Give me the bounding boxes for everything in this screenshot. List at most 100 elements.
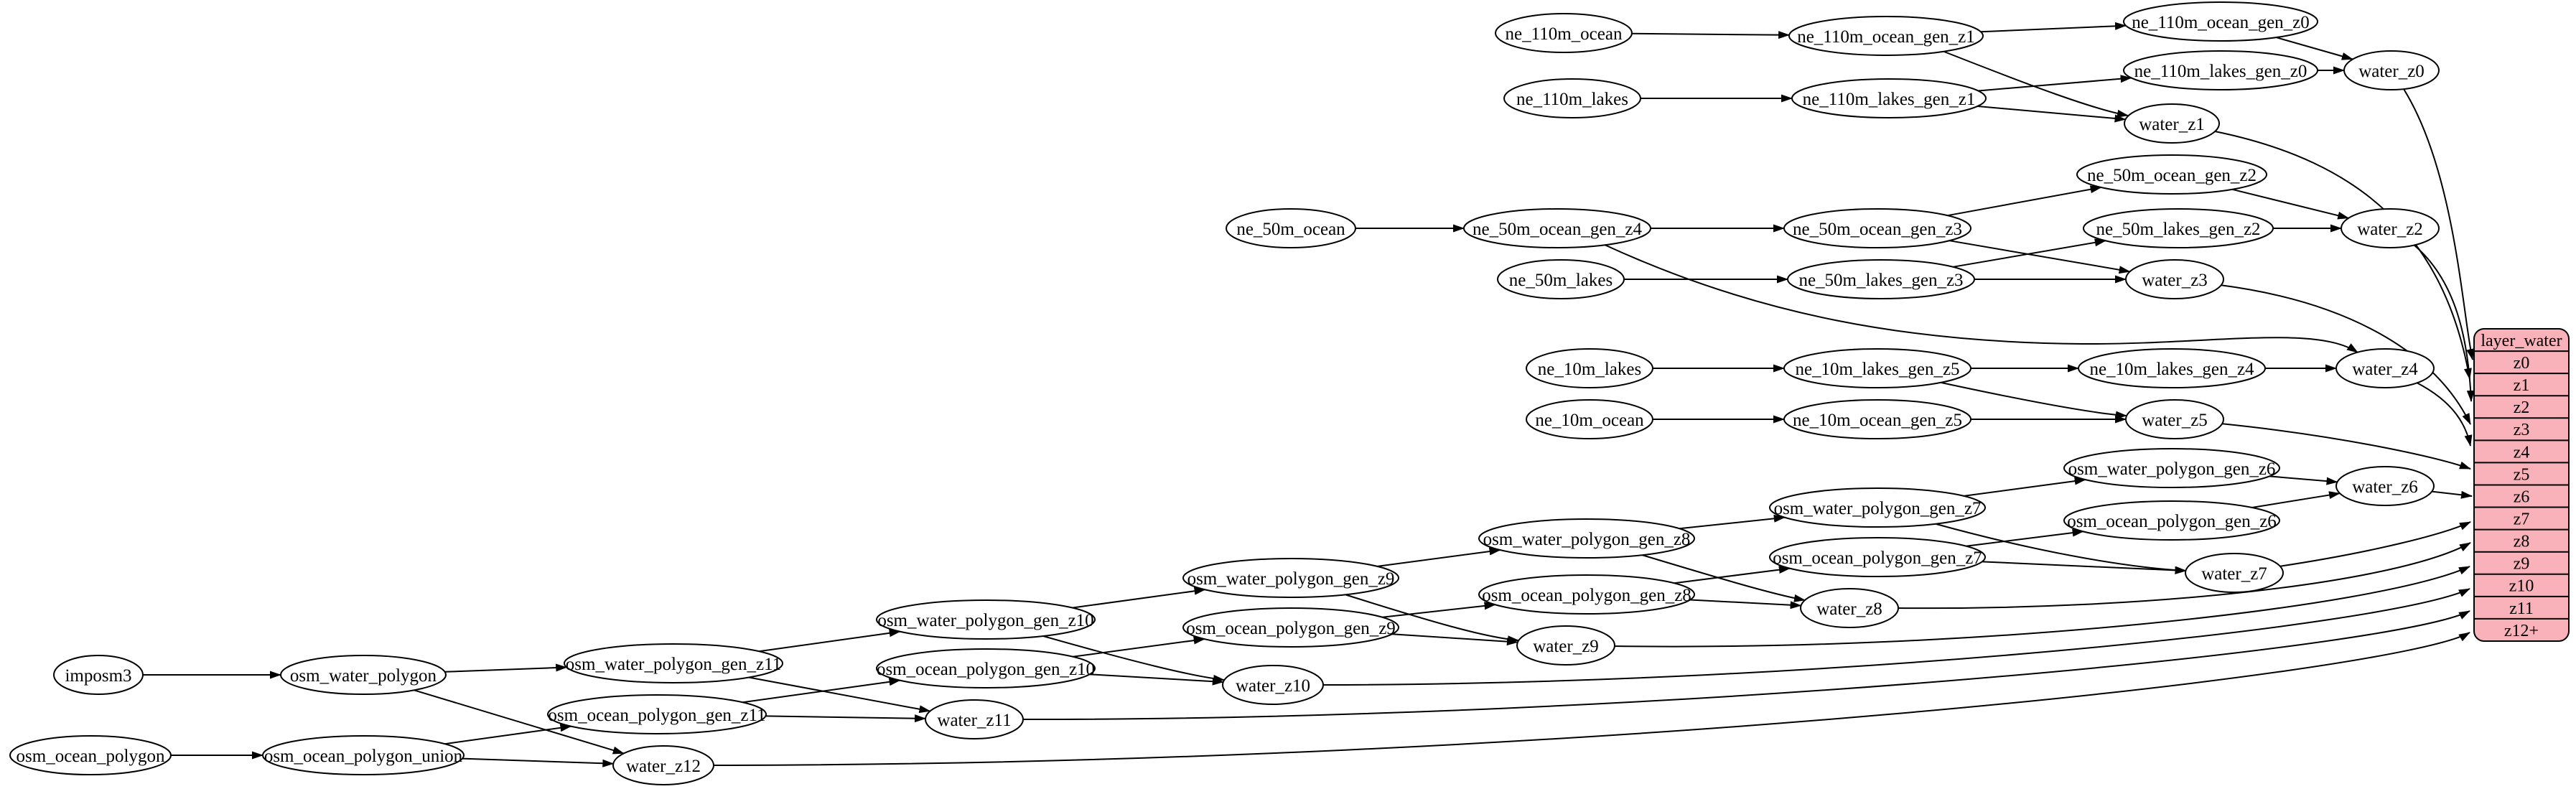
- node-water_z10: water_z10: [1222, 665, 1324, 705]
- node-label-osm_ocean_polygon_union: osm_ocean_polygon_union: [264, 747, 463, 766]
- node-shape-ne_110m_ocean_gen_z1: [1788, 16, 1984, 56]
- table-header-layer_water: layer_water: [2481, 332, 2562, 350]
- node-label-ne_110m_lakes_gen_z1: ne_110m_lakes_gen_z1: [1803, 90, 1976, 109]
- node-ne_110m_lakes_gen_z1: ne_110m_lakes_gen_z1: [1791, 78, 1987, 118]
- node-label-osm_water_polygon: osm_water_polygon: [290, 666, 437, 686]
- node-label-ne_110m_ocean_gen_z0: ne_110m_ocean_gen_z0: [2132, 13, 2310, 32]
- node-ne_110m_ocean_gen_z0: ne_110m_ocean_gen_z0: [2123, 1, 2318, 42]
- node-ne_10m_lakes_gen_z4: ne_10m_lakes_gen_z4: [2078, 348, 2266, 388]
- node-ne_110m_ocean_gen_z1: ne_110m_ocean_gen_z1: [1788, 16, 1984, 56]
- edge-water_z12-to-layer_water-z12+: [713, 632, 2470, 766]
- node-shape-osm_water_polygon_gen_z8: [1478, 518, 1695, 559]
- edge-water_z0-to-layer_water-z0: [2403, 88, 2475, 360]
- node-ne_10m_lakes: ne_10m_lakes: [1526, 348, 1653, 388]
- node-shape-ne_50m_ocean: [1226, 208, 1356, 248]
- node-label-water_z10: water_z10: [1236, 676, 1310, 696]
- node-shape-water_z11: [925, 699, 1024, 739]
- node-shape-ne_10m_ocean_gen_z5: [1783, 399, 1971, 439]
- node-imposm3: imposm3: [53, 655, 144, 695]
- edge-ne_110m_ocean_gen_z1-to-ne_110m_ocean_gen_z0: [1980, 22, 2127, 33]
- node-shape-water_z4: [2335, 348, 2435, 388]
- node-shape-ne_110m_lakes: [1503, 78, 1641, 118]
- node-shape-ne_50m_lakes: [1497, 259, 1625, 299]
- node-label-ne_110m_ocean: ne_110m_ocean: [1506, 24, 1623, 44]
- edge-osm_ocean_polygon_gen_z7-to-water_z7: [1982, 561, 2187, 574]
- node-label-ne_50m_ocean: ne_50m_ocean: [1236, 220, 1345, 239]
- node-ne_110m_lakes: ne_110m_lakes: [1503, 78, 1641, 118]
- edge-ne_10m_lakes_gen_z5-to-water_z5: [1941, 382, 2127, 419]
- table-row-z12+: z12+: [2504, 622, 2539, 640]
- edge-osm_water_polygon_gen_z8-to-water_z8: [1641, 554, 1806, 602]
- node-osm_ocean_polygon_gen_z11: osm_ocean_polygon_gen_z11: [547, 694, 767, 734]
- node-shape-imposm3: [53, 655, 144, 695]
- edge-water_z6-to-layer_water-z6: [2432, 490, 2473, 499]
- node-label-water_z9: water_z9: [1533, 637, 1599, 656]
- table-row-z2: z2: [2514, 398, 2530, 417]
- node-shape-osm_ocean_polygon_union: [262, 735, 465, 775]
- node-osm_water_polygon_gen_z8: osm_water_polygon_gen_z8: [1478, 518, 1695, 559]
- node-label-ne_50m_ocean_gen_z2: ne_50m_ocean_gen_z2: [2087, 166, 2257, 185]
- node-ne_10m_ocean: ne_10m_ocean: [1526, 399, 1653, 439]
- edge-osm_ocean_polygon_gen_z9-to-water_z9: [1391, 633, 1518, 646]
- edge-osm_ocean_polygon_gen_z8-to-water_z8: [1690, 599, 1802, 610]
- table-row-z10: z10: [2509, 577, 2534, 596]
- node-shape-water_z10: [1222, 665, 1324, 705]
- node-label-osm_water_polygon_gen_z8: osm_water_polygon_gen_z8: [1483, 530, 1691, 549]
- node-shape-ne_50m_ocean_gen_z2: [2076, 154, 2267, 195]
- node-water_z5: water_z5: [2125, 399, 2224, 439]
- node-label-ne_10m_lakes: ne_10m_lakes: [1538, 360, 1641, 379]
- node-label-water_z7: water_z7: [2201, 564, 2267, 584]
- node-ne_10m_ocean_gen_z5: ne_10m_ocean_gen_z5: [1783, 399, 1971, 439]
- node-shape-ne_50m_lakes_gen_z2: [2083, 208, 2274, 248]
- edge-osm_water_polygon-to-osm_water_polygon_gen_z11: [444, 663, 568, 673]
- edge-water_z9-to-layer_water-z9: [1613, 566, 2470, 648]
- edge-water_z2-to-layer_water-z2: [2413, 244, 2475, 402]
- node-osm_water_polygon_gen_z7: osm_water_polygon_gen_z7: [1769, 487, 1986, 528]
- node-label-water_z12: water_z12: [626, 757, 701, 776]
- node-shape-water_z8: [1800, 588, 1899, 628]
- edge-osm_ocean_polygon_gen_z10-to-water_z10: [1089, 673, 1224, 686]
- node-shape-osm_ocean_polygon: [9, 735, 172, 775]
- node-water_z3: water_z3: [2125, 259, 2224, 299]
- edge-osm_ocean_polygon_gen_z7-to-osm_ocean_polygon_gen_z6: [1966, 528, 2084, 547]
- node-osm_ocean_polygon_gen_z7: osm_ocean_polygon_gen_z7: [1769, 537, 1986, 577]
- node-water_z8: water_z8: [1800, 588, 1899, 628]
- edge-osm_ocean_polygon_union-to-water_z12: [462, 757, 615, 767]
- node-water_z1: water_z1: [2124, 103, 2220, 144]
- table-row-z11: z11: [2509, 599, 2534, 618]
- node-shape-water_z3: [2125, 259, 2224, 299]
- table-row-z5: z5: [2514, 465, 2530, 484]
- node-shape-osm_ocean_polygon_gen_z8: [1478, 574, 1695, 615]
- edge-water_z5-to-layer_water-z5: [2220, 423, 2471, 470]
- edge-ne_50m_ocean_gen_z4-to-water_z4: [1604, 244, 2358, 353]
- node-label-osm_water_polygon_gen_z7: osm_water_polygon_gen_z7: [1774, 499, 1982, 518]
- node-label-water_z5: water_z5: [2142, 411, 2208, 430]
- node-shape-water_z9: [1516, 625, 1615, 666]
- edge-ne_110m_lakes_gen_z1-to-water_z1: [1977, 106, 2127, 123]
- edge-osm_ocean_polygon_gen_z10-to-osm_ocean_polygon_gen_z9: [1073, 636, 1205, 658]
- node-label-ne_50m_lakes_gen_z3: ne_50m_lakes_gen_z3: [1798, 271, 1963, 290]
- node-water_z2: water_z2: [2341, 208, 2440, 248]
- node-shape-ne_10m_ocean: [1526, 399, 1653, 439]
- node-ne_50m_ocean: ne_50m_ocean: [1226, 208, 1356, 248]
- edge-ne_110m_ocean_gen_z0-to-water_z0: [2276, 37, 2353, 60]
- node-shape-osm_water_polygon_gen_z10: [876, 599, 1096, 640]
- node-ne_50m_lakes: ne_50m_lakes: [1497, 259, 1625, 299]
- node-osm_ocean_polygon_gen_z6: osm_ocean_polygon_gen_z6: [2063, 500, 2280, 541]
- node-label-ne_50m_lakes_gen_z2: ne_50m_lakes_gen_z2: [2096, 220, 2260, 239]
- edge-osm_water_polygon_gen_z11-to-osm_water_polygon_gen_z10: [759, 629, 901, 653]
- node-shape-water_z2: [2341, 208, 2440, 248]
- node-ne_10m_lakes_gen_z5: ne_10m_lakes_gen_z5: [1783, 348, 1971, 388]
- edge-osm_ocean_polygon_gen_z11-to-water_z11: [765, 714, 927, 723]
- edge-ne_110m_ocean-to-ne_110m_ocean_gen_z1: [1631, 31, 1791, 39]
- node-label-water_z2: water_z2: [2357, 220, 2423, 239]
- node-shape-water_z5: [2125, 399, 2224, 439]
- node-ne_50m_ocean_gen_z3: ne_50m_ocean_gen_z3: [1783, 208, 1971, 248]
- node-osm_ocean_polygon_union: osm_ocean_polygon_union: [262, 735, 465, 775]
- node-label-ne_10m_lakes_gen_z4: ne_10m_lakes_gen_z4: [2089, 360, 2254, 379]
- edge-ne_50m_ocean_gen_z2-to-water_z2: [2231, 188, 2350, 220]
- node-shape-ne_50m_ocean_gen_z4: [1463, 208, 1651, 248]
- node-shape-osm_ocean_polygon_gen_z11: [547, 694, 767, 734]
- edge-osm_water_polygon_gen_z6-to-water_z6: [2269, 475, 2338, 485]
